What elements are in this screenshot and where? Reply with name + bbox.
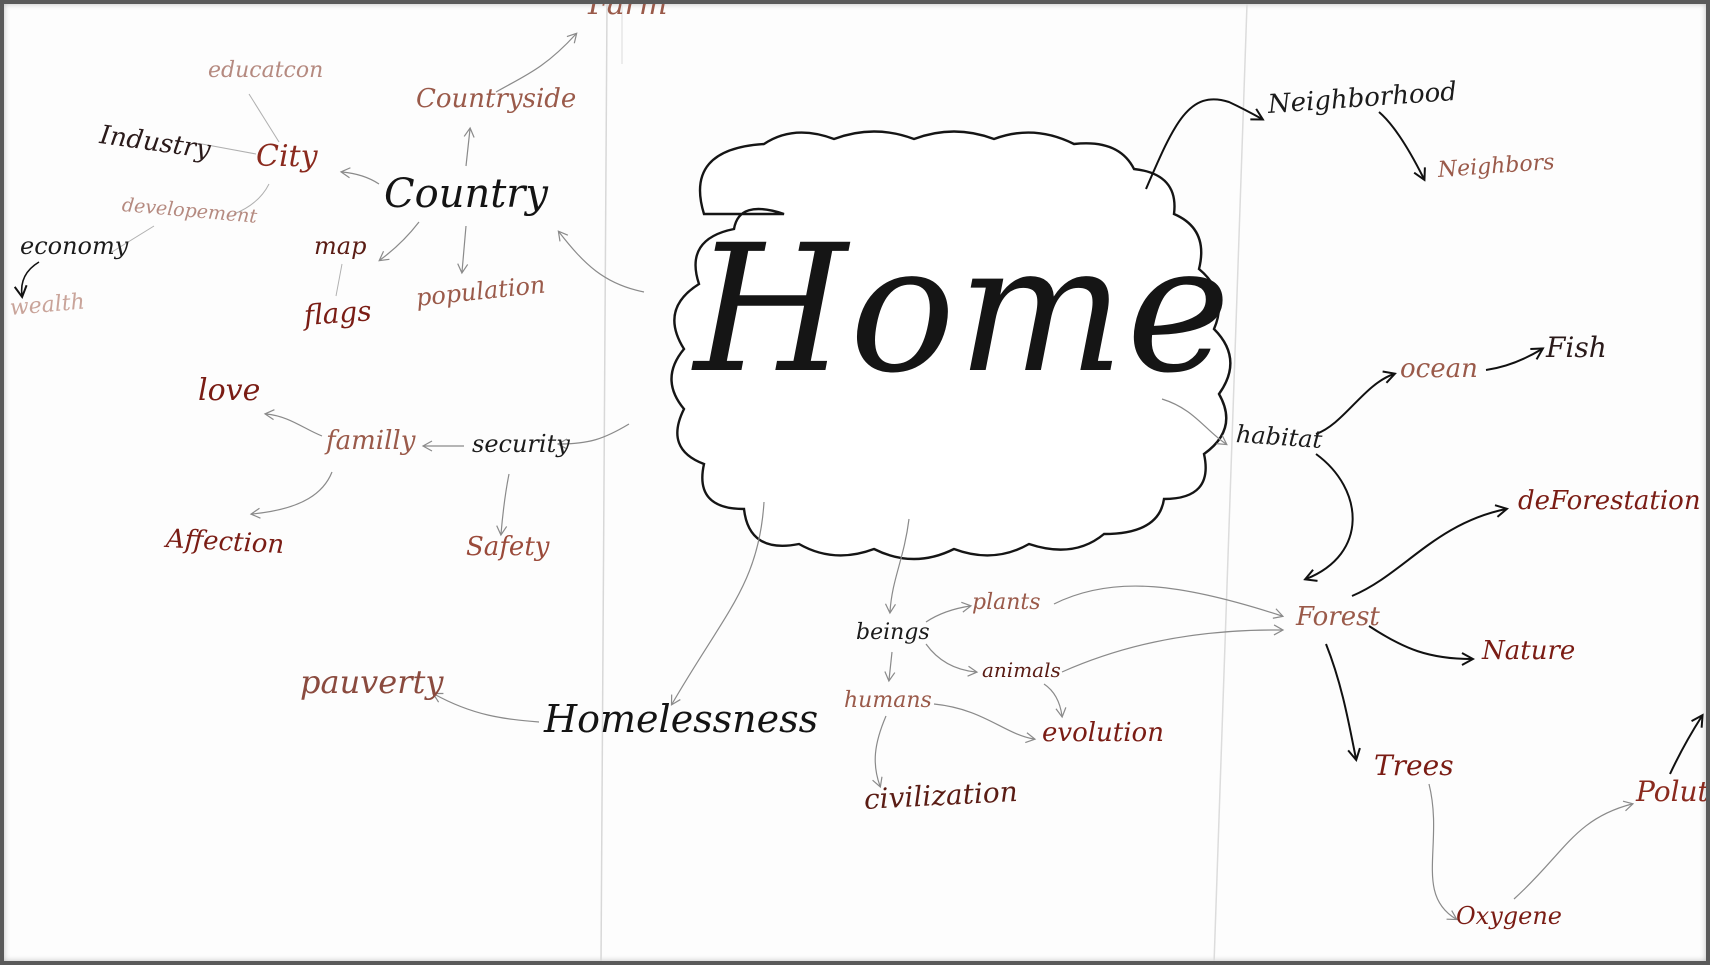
arrow-beings-humans [884,651,896,683]
arrow-home-beings [884,518,910,615]
arrow-beings-plants [925,601,973,623]
node-safety: Safety [466,532,550,562]
arrow-country-map [378,221,420,262]
link-city-education [248,93,280,143]
arrow-forest-trees [1325,643,1356,759]
link-city-development [233,183,270,215]
arrow-neighborhood-neighbors [1378,111,1424,179]
arrow-home-security [556,423,630,450]
node-humans: humans [844,688,932,713]
node-security: security [472,430,570,458]
arrow-humans-civilization [872,715,887,789]
home-center-label: Home [694,207,1233,412]
node-evolution: evolution [1042,718,1164,748]
arrow-homelessness-poverty [432,692,540,723]
arrow-country-population [457,225,469,275]
arrow-family-affection [249,471,333,519]
arrow-habitat-ocean [1315,374,1394,435]
paper-fold [600,4,608,961]
link-city-industry [201,143,257,155]
node-civilization: civilization [863,774,1019,816]
paper-fold [1213,4,1248,961]
node-habitat: habitat [1235,420,1324,454]
node-city: City [256,139,318,174]
arrow-animals-forest [1061,624,1285,673]
node-economy: economy [20,232,129,260]
arrow-security-safety [496,473,510,537]
node-love: love [198,373,261,408]
mindmap-connectors [4,4,1706,961]
arrow-economy-wealth [22,261,40,296]
arrow-family-love [263,409,323,437]
node-pollution: Polutio [1636,775,1706,808]
arrow-plants-forest [1053,585,1285,619]
arrow-home-neighborhood [1145,98,1262,190]
arrow-countryside-farm [495,32,578,93]
arrow-animals-evolution [1043,683,1067,719]
arrow-habitat-forest [1306,453,1354,579]
node-plants: plants [972,590,1041,615]
node-trees: Trees [1374,749,1454,782]
arrow-forest-nature [1368,625,1472,659]
node-countryside: Countryside [416,84,577,114]
arrow-home-country [557,230,645,293]
link-development-economy [111,225,155,253]
node-poverty: pauverty [300,663,444,701]
node-education: educatcon [208,58,324,83]
node-affection: Affection [165,524,285,561]
node-map: map [314,232,367,260]
arrow-ocean-fish [1485,349,1542,371]
arrow-forest-deforestation [1351,509,1506,597]
arrow-humans-evolution [933,703,1037,744]
link-map-flags [335,263,343,297]
node-country: Country [384,171,549,217]
node-fish: Fish [1546,331,1607,364]
arrow-trees-oxygen [1428,783,1458,921]
arrow-country-countryside [463,126,475,167]
node-family: familly [326,426,416,456]
arrow-home-habitat [1161,398,1228,446]
node-nature: Nature [1482,636,1576,666]
node-flags: flags [302,294,373,332]
arrow-country-city [339,167,380,185]
node-homelessness: Homelessness [544,697,819,741]
mindmap-board: Home Farm educatcon Countryside Industry… [4,4,1706,961]
arrow-pollution-out [1669,716,1702,775]
node-farm: Farm [588,4,668,22]
arrow-beings-animals [925,643,979,677]
node-forest: Forest [1296,602,1380,632]
node-beings: beings [856,620,930,645]
node-deforestation: deForestation [1518,486,1701,516]
node-animals: animals [982,658,1061,682]
node-oxygen: Oxygene [1456,902,1562,930]
arrow-oxygen-pollution [1513,800,1635,900]
node-ocean: ocean [1400,354,1478,384]
home-cloud-shape [670,130,1232,561]
arrow-home-homelessness [670,501,765,706]
